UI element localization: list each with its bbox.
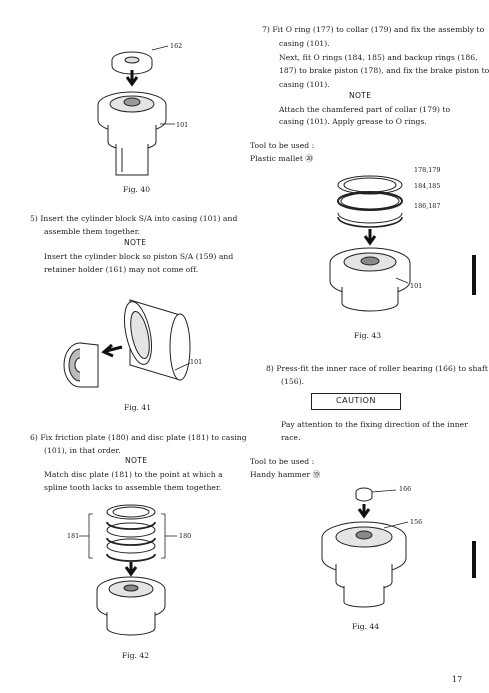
step7-note-line1: Attach the chamfered part of collar (179… bbox=[279, 105, 451, 114]
fig43-callout-101: 101 bbox=[410, 282, 423, 290]
fig42-caption: Fig. 42 bbox=[122, 651, 150, 660]
fig44-callout-156: 156 bbox=[410, 518, 423, 526]
fig41-arrow-icon bbox=[101, 343, 123, 358]
step7-line4: 187) to brake piston (178), and fix the … bbox=[279, 66, 489, 75]
step7-line3: Next, fit O rings (184, 185) and backup … bbox=[279, 53, 478, 62]
step5-note-line1: Insert the cylinder block so piston S/A … bbox=[44, 252, 234, 261]
step7-tool-label: Tool to be used : bbox=[250, 141, 315, 150]
step7-tool: Plastic mallet ⑳ bbox=[250, 154, 314, 163]
fig42-drawing bbox=[79, 504, 177, 636]
fig42-callout-181: 181 bbox=[67, 532, 80, 540]
fig41-drawing bbox=[63, 299, 191, 388]
fig42-bracket-right bbox=[161, 513, 166, 559]
caution-badge: CAUTION bbox=[311, 393, 401, 410]
friction-disc-stack-part bbox=[106, 504, 156, 562]
insert-arrow-icon bbox=[125, 70, 139, 87]
fig40-callout-162: 162 bbox=[170, 42, 183, 50]
step7-line1: 7) Fit O ring (177) to collar (179) and … bbox=[262, 25, 485, 34]
step5-line1: 5) Insert the cylinder block S/A into ca… bbox=[30, 214, 238, 223]
step8-line1: 8) Press-fit the inner race of roller be… bbox=[266, 364, 488, 373]
step5-line2: assemble them together. bbox=[44, 227, 141, 236]
fig43-caption: Fig. 43 bbox=[354, 331, 382, 340]
page-number: 17 bbox=[452, 675, 463, 684]
step6-note-label: NOTE bbox=[125, 456, 148, 465]
step8-caution-line1: Pay attention to the fixing direction of… bbox=[281, 420, 468, 429]
fig44-caption: Fig. 44 bbox=[352, 622, 380, 631]
fig43-callout-178-179: 178,179 bbox=[414, 166, 441, 174]
fig41-callout-101: 101 bbox=[190, 358, 203, 366]
step7-note-label: NOTE bbox=[349, 91, 372, 100]
collar-ring-part bbox=[337, 175, 403, 228]
fig43-casing-part bbox=[329, 247, 411, 312]
fig43-callout-186-187: 186,187 bbox=[414, 202, 441, 210]
fig43-arrow-icon bbox=[363, 229, 377, 246]
fig44-casing-part bbox=[321, 521, 407, 608]
fig42-bracket-left bbox=[88, 513, 93, 559]
fig40-caption: Fig. 40 bbox=[123, 185, 151, 194]
fig43-drawing bbox=[329, 175, 411, 312]
edge-mark-upper bbox=[472, 255, 476, 295]
step6-line1: 6) Fix friction plate (180) and disc pla… bbox=[30, 433, 247, 442]
bearing-race-part bbox=[355, 487, 373, 502]
fig40-drawing bbox=[97, 45, 175, 176]
step6-note-line1: Match disc plate (181) to the point at w… bbox=[44, 470, 223, 479]
step8-tool-label: Tool to be used : bbox=[250, 457, 315, 466]
step8-line2: (156). bbox=[281, 377, 305, 386]
step5-note-label: NOTE bbox=[124, 238, 147, 247]
fig42-callout-180: 180 bbox=[179, 532, 192, 540]
fig41-caption: Fig. 41 bbox=[124, 403, 152, 412]
fig41-casing-part bbox=[124, 299, 191, 381]
fig44-arrow-icon bbox=[357, 504, 371, 519]
cylinder-block-part bbox=[63, 342, 99, 388]
step6-note-line2: spline tooth lacks to assemble them toge… bbox=[44, 483, 222, 492]
step6-line2: (101), in that order. bbox=[44, 446, 121, 455]
fig44-callout-166: 166 bbox=[399, 485, 412, 493]
step7-line2: casing (101). bbox=[279, 39, 330, 48]
fig44-drawing bbox=[321, 487, 409, 608]
step7-line5: casing (101). bbox=[279, 80, 330, 89]
casing-part bbox=[97, 91, 167, 176]
fig40-callout-101: 101 bbox=[176, 121, 189, 129]
fig42-casing-part bbox=[96, 576, 166, 636]
step8-caution-line2: race. bbox=[281, 433, 301, 442]
step5-note-line2: retainer holder (161) may not come off. bbox=[44, 265, 199, 274]
edge-mark-lower bbox=[472, 541, 476, 578]
step8-tool: Handy hammer ⑲ bbox=[250, 470, 321, 479]
step7-note-line2: casing (101). Apply grease to O rings. bbox=[279, 117, 427, 126]
fig42-arrow-icon bbox=[124, 562, 138, 577]
fig43-callout-184-185: 184,185 bbox=[414, 182, 441, 190]
